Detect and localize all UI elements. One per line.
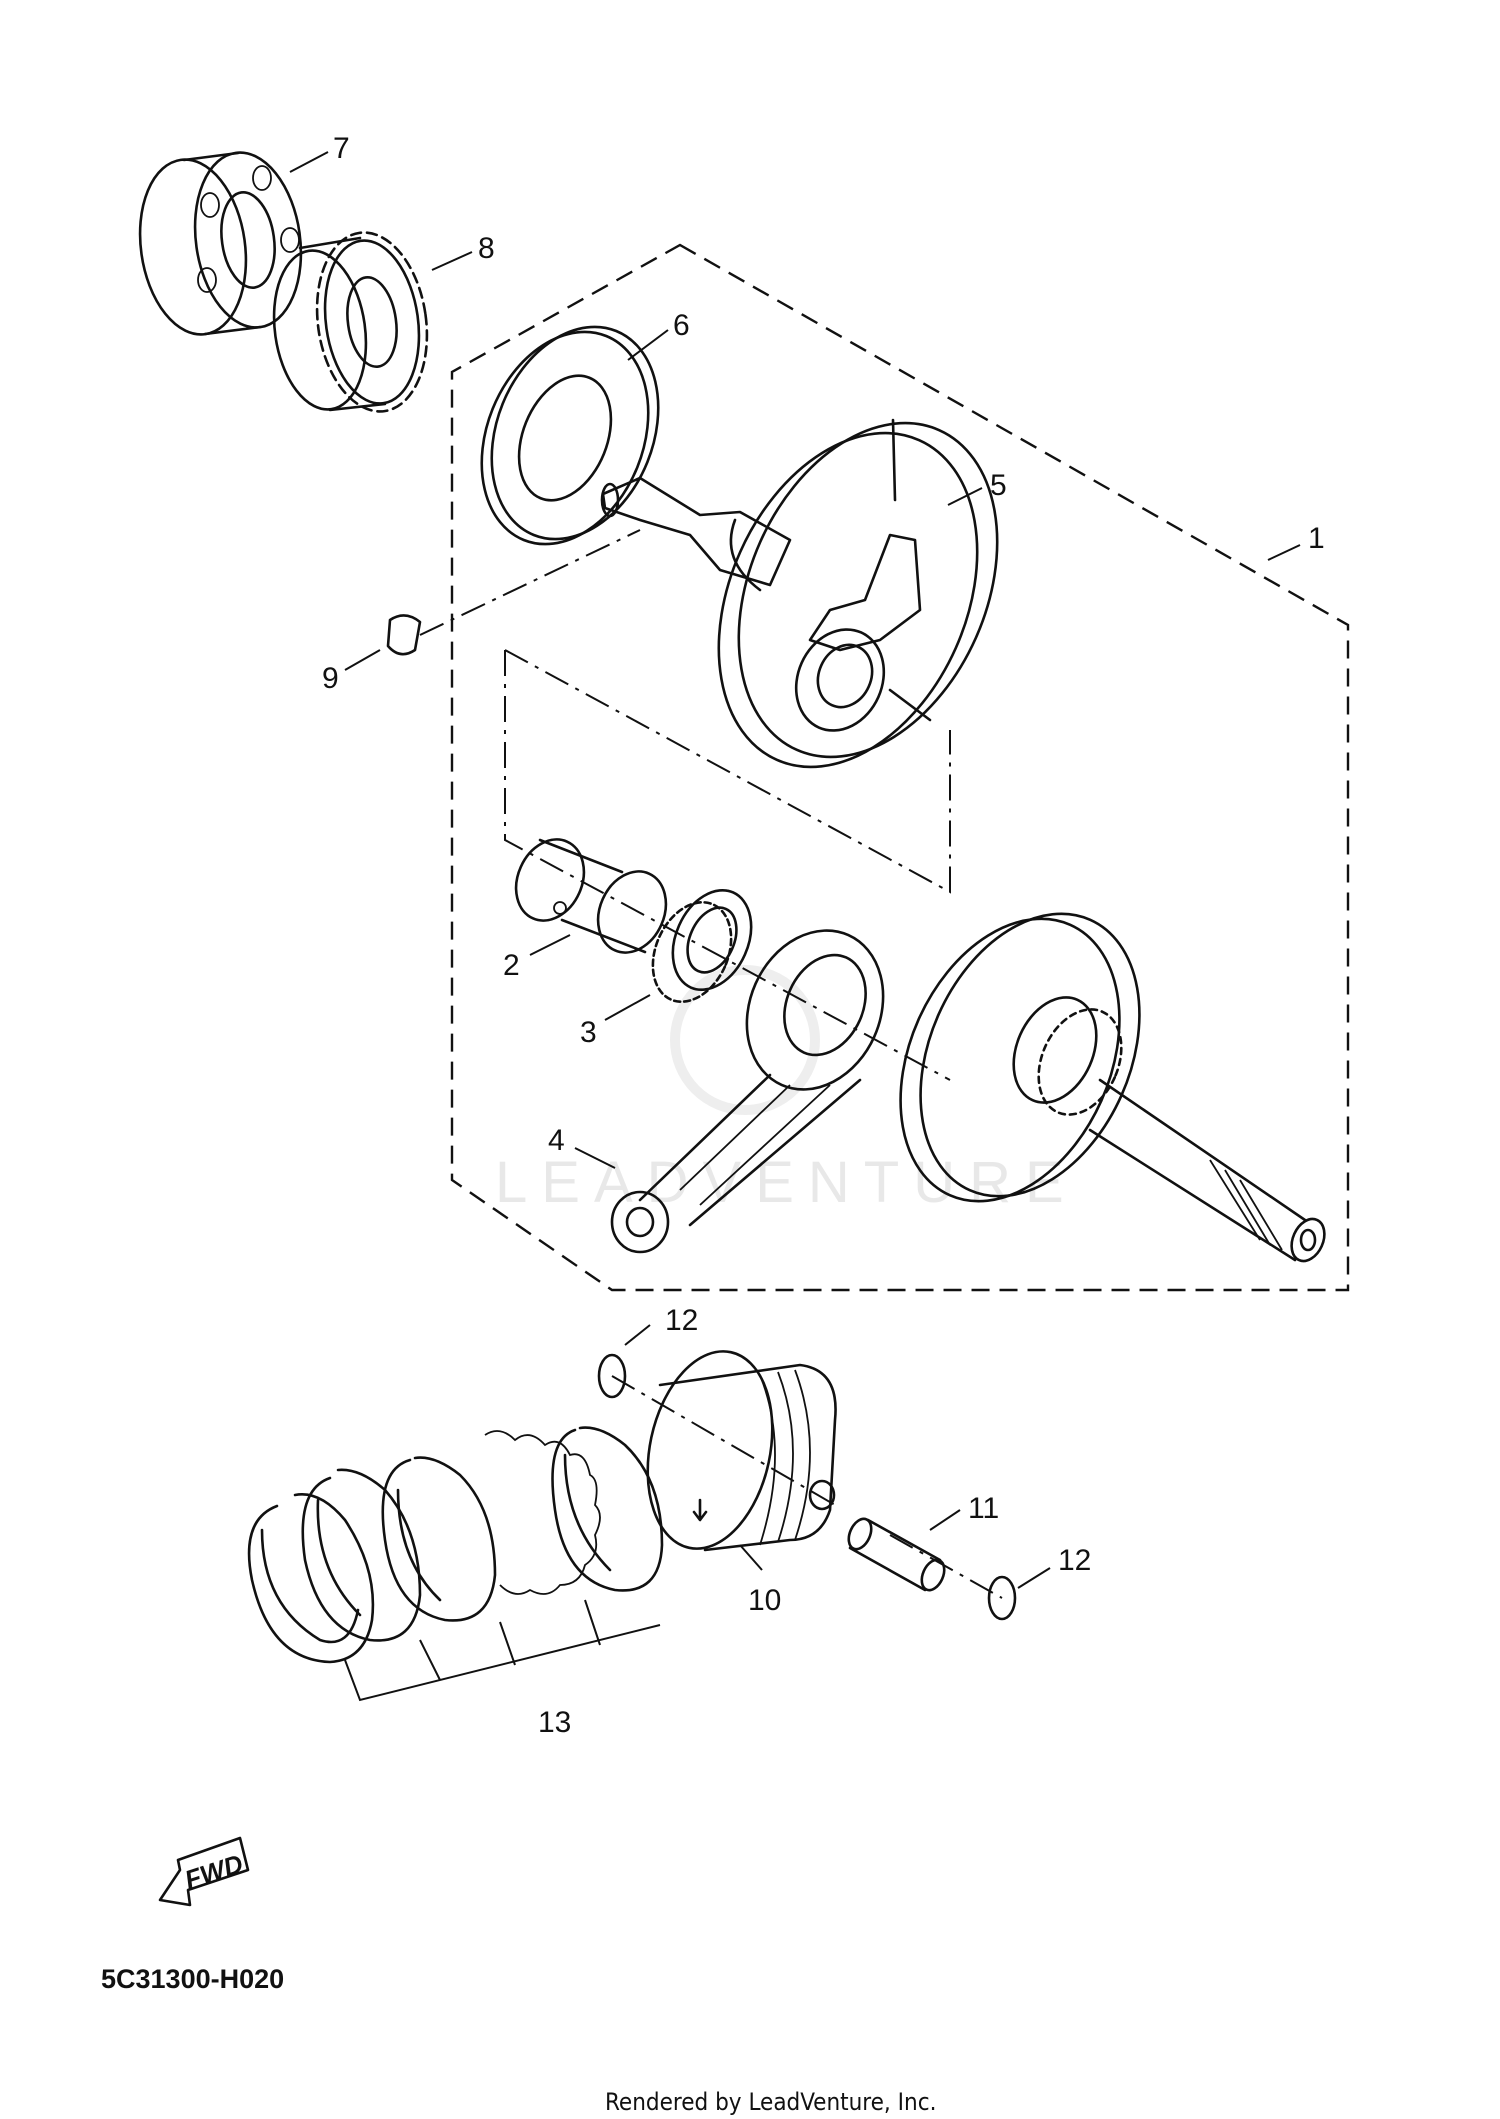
callout-2: 2: [503, 949, 520, 982]
callout-3: 3: [580, 1016, 597, 1049]
callout-6: 6: [673, 309, 690, 342]
part-3-needle-bearing: [651, 888, 753, 1004]
callout-11: 11: [968, 1492, 999, 1525]
callout-1: 1: [1308, 522, 1325, 555]
footer-credit: Rendered by LeadVenture, Inc.: [605, 2088, 936, 2116]
crankpin-alignment-box: [504, 649, 951, 1081]
fwd-arrow-icon: FWD: [158, 1836, 250, 1907]
part-9-woodruff-key: [386, 614, 422, 656]
pin-alignment-line: [611, 1375, 1003, 1599]
callout-5: 5: [990, 469, 1007, 502]
part-10-piston: [646, 1350, 837, 1552]
watermark-text: LEADVENTURE: [495, 1150, 1078, 1215]
diagram-code: 5C31300-H020: [101, 1964, 284, 1994]
part-8-gear: [272, 231, 429, 413]
callout-4: 4: [548, 1124, 565, 1157]
crank-half-output-shaft: [899, 912, 1326, 1263]
callout-9: 9: [322, 662, 339, 695]
part-7-bearing: [138, 151, 303, 336]
part-6-plate: [480, 325, 660, 546]
part-2-crank-pin: [514, 838, 668, 954]
callout-12-lower: 12: [1058, 1544, 1091, 1577]
part-12-circlip-lower: [987, 1575, 1017, 1621]
callout-13: 13: [538, 1706, 571, 1739]
part-4-connecting-rod: [610, 929, 885, 1254]
callout-8: 8: [478, 232, 495, 265]
part-11-piston-pin: [847, 1517, 946, 1592]
callout-leaders: [289, 151, 1301, 1589]
key-alignment-line: [419, 529, 641, 636]
part-13-piston-rings: [247, 1426, 664, 1702]
watermark: LEADVENTURE: [495, 965, 1078, 1215]
crankshaft-assembly-boundary: [450, 243, 1350, 1292]
callout-7: 7: [333, 132, 350, 165]
callout-labels: 1 2 3 4 5 6 7 8 9 10 11 12 12 13: [322, 132, 1325, 1739]
part-12-circlip-upper: [597, 1353, 627, 1399]
part-5-crank-half: [600, 418, 999, 769]
callout-10: 10: [748, 1584, 781, 1617]
callout-12-upper: 12: [665, 1304, 698, 1337]
